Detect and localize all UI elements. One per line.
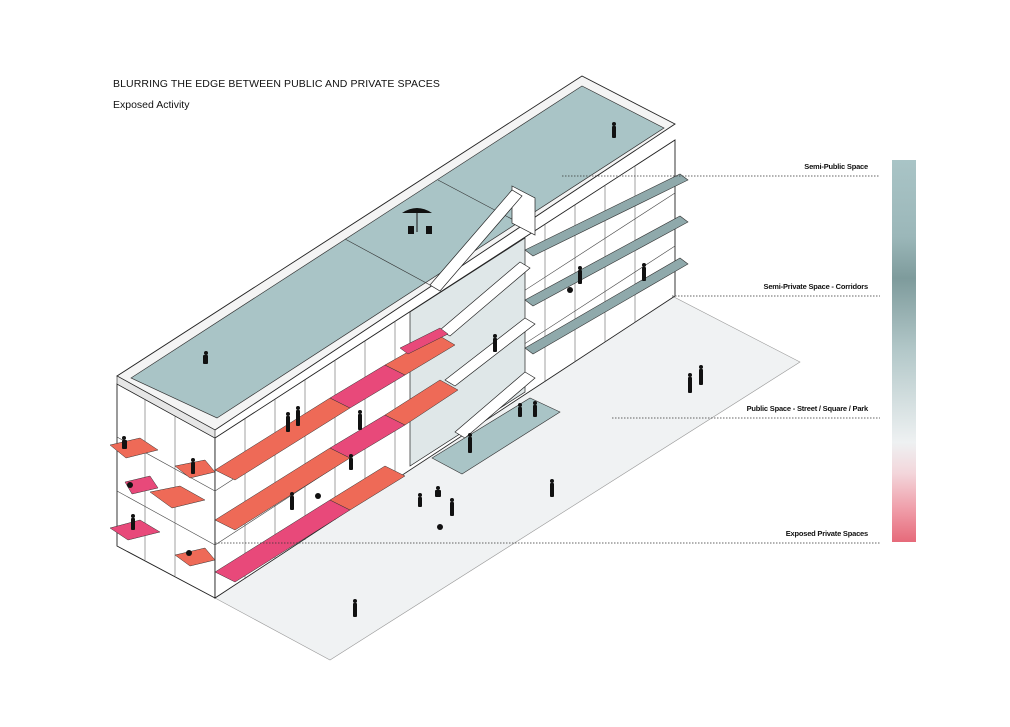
- legend-label-corridors: Semi-Private Space - Corridors: [763, 282, 869, 291]
- legend-label-public: Public Space - Street / Square / Park: [746, 404, 869, 413]
- person-icon: [122, 436, 127, 449]
- person-icon: [578, 266, 582, 284]
- people-figures: [122, 122, 703, 617]
- person-icon: [418, 493, 422, 507]
- public-private-gradient-scale: [892, 160, 916, 542]
- diagram-subtitle: Exposed Activity: [113, 99, 190, 111]
- corridor-balcony-middle: [524, 215, 689, 307]
- legend-label-private: Exposed Private Spaces: [785, 529, 869, 538]
- person-icon: [435, 486, 441, 497]
- roof-parapet-front: [116, 375, 216, 439]
- person-icon: [518, 403, 522, 417]
- private-deck: [384, 379, 459, 426]
- plant-icon: [127, 482, 133, 488]
- person-icon: [642, 263, 646, 281]
- diagram-title: BLURRING THE EDGE BETWEEN PUBLIC AND PRI…: [113, 78, 440, 90]
- person-icon: [468, 433, 472, 453]
- person-icon: [450, 498, 454, 516]
- plant-icon: [315, 493, 321, 499]
- roof-semi-public-space: [130, 85, 665, 419]
- private-deck: [399, 327, 449, 355]
- corridor-balcony-top: [524, 173, 689, 257]
- plant-icon: [567, 287, 573, 293]
- roof-joint: [437, 179, 526, 227]
- corridor-balcony-bottom: [524, 257, 689, 355]
- person-icon: [296, 406, 300, 426]
- legend-leader-lines: [215, 175, 880, 544]
- person-icon: [353, 599, 357, 617]
- person-icon: [612, 122, 616, 138]
- private-deck: [109, 519, 161, 541]
- private-deck: [174, 547, 216, 567]
- person-icon: [191, 458, 195, 474]
- person-icon: [286, 412, 290, 432]
- plant-icons: [127, 287, 573, 556]
- legend-label-semi-public: Semi-Public Space: [804, 162, 868, 171]
- person-icon: [349, 454, 353, 470]
- person-icon: [550, 479, 554, 497]
- atrium-plaza-platform: [431, 397, 561, 475]
- atrium-stairs: [429, 189, 536, 439]
- plant-icon: [186, 550, 192, 556]
- person-icon: [203, 351, 208, 364]
- roof-joint: [344, 238, 431, 286]
- private-deck: [329, 465, 406, 511]
- person-icon: [688, 373, 692, 393]
- private-deck: [149, 485, 206, 509]
- private-deck: [124, 475, 159, 495]
- corridor-balconies: [524, 173, 689, 355]
- person-icon: [699, 365, 703, 385]
- person-icon: [493, 334, 497, 352]
- person-icon: [533, 401, 537, 417]
- person-icon: [290, 492, 294, 510]
- person-icon: [131, 514, 135, 530]
- exposed-private-decks: [109, 327, 459, 583]
- plant-icon: [437, 524, 443, 530]
- person-icon: [358, 410, 362, 430]
- umbrella-icon: [402, 208, 432, 234]
